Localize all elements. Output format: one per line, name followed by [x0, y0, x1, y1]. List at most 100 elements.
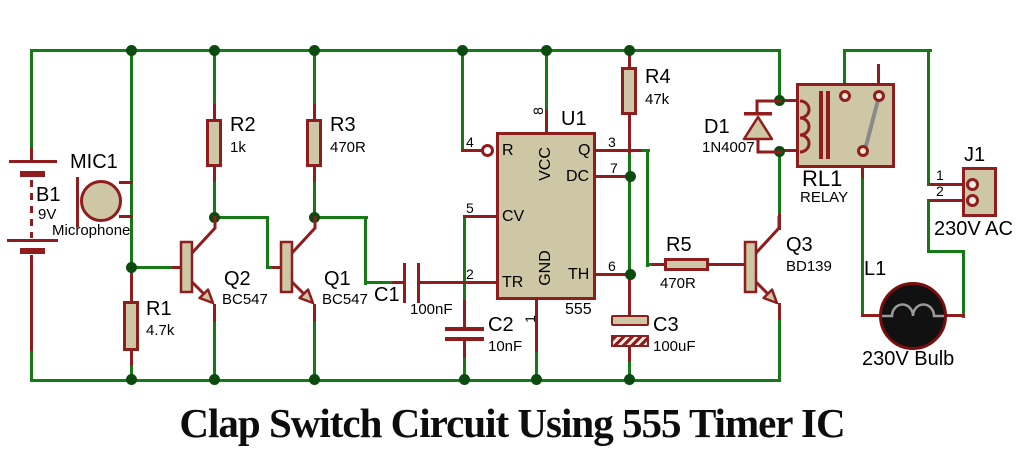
wire-segment	[927, 49, 930, 186]
wire-segment	[130, 49, 133, 269]
ic-555-body	[496, 132, 596, 300]
wire-segment	[313, 180, 316, 219]
d1-ref-label: D1	[704, 116, 730, 138]
q3-ref-label: Q3	[786, 234, 813, 256]
wire-segment	[778, 318, 781, 381]
junction-dot	[309, 374, 320, 385]
wire-segment	[927, 199, 930, 253]
c2-ref-label: C2	[488, 314, 514, 336]
connector-j1-terminal	[966, 194, 979, 207]
wire-segment	[628, 360, 631, 381]
battery-plate-long	[9, 160, 57, 163]
junction-dot	[625, 269, 636, 280]
pin-lead	[213, 104, 216, 120]
pin-lead	[313, 104, 316, 120]
battery-dashed-link	[30, 180, 33, 238]
ic-pin-number-5: 5	[466, 200, 474, 216]
wire-segment	[30, 49, 781, 52]
pin-lead	[929, 183, 967, 186]
wire-segment	[646, 149, 649, 267]
wire-segment	[313, 49, 316, 106]
wire-segment	[30, 350, 33, 382]
q1-value-label: BC547	[322, 291, 368, 308]
r5-value-label: 470R	[660, 275, 696, 292]
transistor-q1	[279, 216, 317, 305]
microphone-diaphragm-line	[76, 177, 79, 227]
battery-plate-short	[20, 171, 45, 177]
ic-pin-label-reset: R	[502, 142, 514, 159]
capacitor-c3-positive-plate	[611, 315, 649, 326]
pin-lead	[313, 166, 316, 182]
mic1-value-label: Microphone	[52, 222, 131, 239]
resistor-r3	[306, 119, 322, 167]
c3-value-label: 100uF	[653, 338, 696, 355]
wire-segment	[461, 49, 464, 152]
wire-segment	[30, 49, 33, 149]
wire-segment	[545, 49, 548, 111]
resistor-r2	[206, 119, 222, 167]
junction-dot	[126, 374, 137, 385]
u1-value-label: 555	[565, 301, 592, 318]
junction-dot	[459, 374, 470, 385]
r1-ref-label: R1	[146, 298, 172, 320]
c1-ref-label: C1	[374, 284, 400, 306]
pin-lead	[628, 346, 631, 362]
r2-ref-label: R2	[230, 114, 256, 136]
microphone-symbol	[80, 180, 122, 222]
pin-lead	[596, 273, 633, 276]
wire-segment	[463, 356, 466, 381]
resistor-r4	[621, 67, 637, 115]
resistor-r5	[664, 258, 709, 271]
pin-lead	[628, 51, 631, 68]
junction-dot	[309, 45, 320, 56]
pin-lead	[463, 215, 499, 218]
pin-lead	[130, 350, 133, 366]
relay-switch-arm	[864, 99, 880, 147]
wire-segment	[778, 154, 781, 216]
pin-lead	[535, 299, 538, 352]
ic-pin-label-q: Q	[578, 142, 591, 159]
pin-lead	[119, 181, 133, 184]
capacitor-c1-plate	[417, 263, 420, 303]
junction-dot	[457, 45, 468, 56]
wire-segment	[628, 151, 631, 277]
capacitor-c2-plate	[445, 327, 484, 331]
ic-pin-number-1: 1	[522, 315, 538, 323]
junction-dot	[209, 45, 220, 56]
reset-inversion-bubble	[481, 144, 494, 157]
pin-lead	[652, 263, 665, 266]
wire-segment	[313, 320, 316, 381]
ic-pin-number-4: 4	[466, 134, 474, 150]
pin-lead	[30, 148, 33, 163]
relay-coil	[799, 99, 811, 154]
junction-dot	[624, 374, 635, 385]
pin-lead	[628, 275, 631, 317]
bulb-filament	[882, 303, 944, 318]
junction-dot	[541, 45, 552, 56]
capacitor-c2-plate	[445, 337, 484, 341]
relay-contact-terminal	[857, 145, 869, 157]
wire-segment	[843, 49, 846, 87]
ic-pin-label-vcc: VCC	[537, 147, 554, 181]
connector-j1-body	[962, 167, 997, 217]
wire-segment	[313, 216, 368, 219]
pin-lead	[778, 149, 800, 152]
junction-dot	[126, 45, 137, 56]
wire-segment	[213, 180, 216, 219]
junction-dot	[209, 374, 220, 385]
mic1-ref-label: MIC1	[70, 151, 118, 173]
ic-pin-number-3: 3	[608, 134, 616, 150]
pin-lead	[944, 314, 965, 317]
pin-lead	[172, 266, 183, 269]
ic-pin-number-7: 7	[610, 160, 618, 176]
j1-ref-label: J1	[964, 144, 986, 166]
pin-lead	[596, 149, 642, 152]
pin-lead	[861, 314, 882, 317]
pin-lead	[461, 149, 483, 152]
diode-d1	[742, 99, 782, 154]
pin-lead	[778, 303, 781, 320]
wire-segment	[266, 216, 269, 269]
r4-value-label: 47k	[645, 91, 670, 108]
wire-segment	[266, 266, 274, 269]
r3-value-label: 470R	[330, 139, 366, 156]
